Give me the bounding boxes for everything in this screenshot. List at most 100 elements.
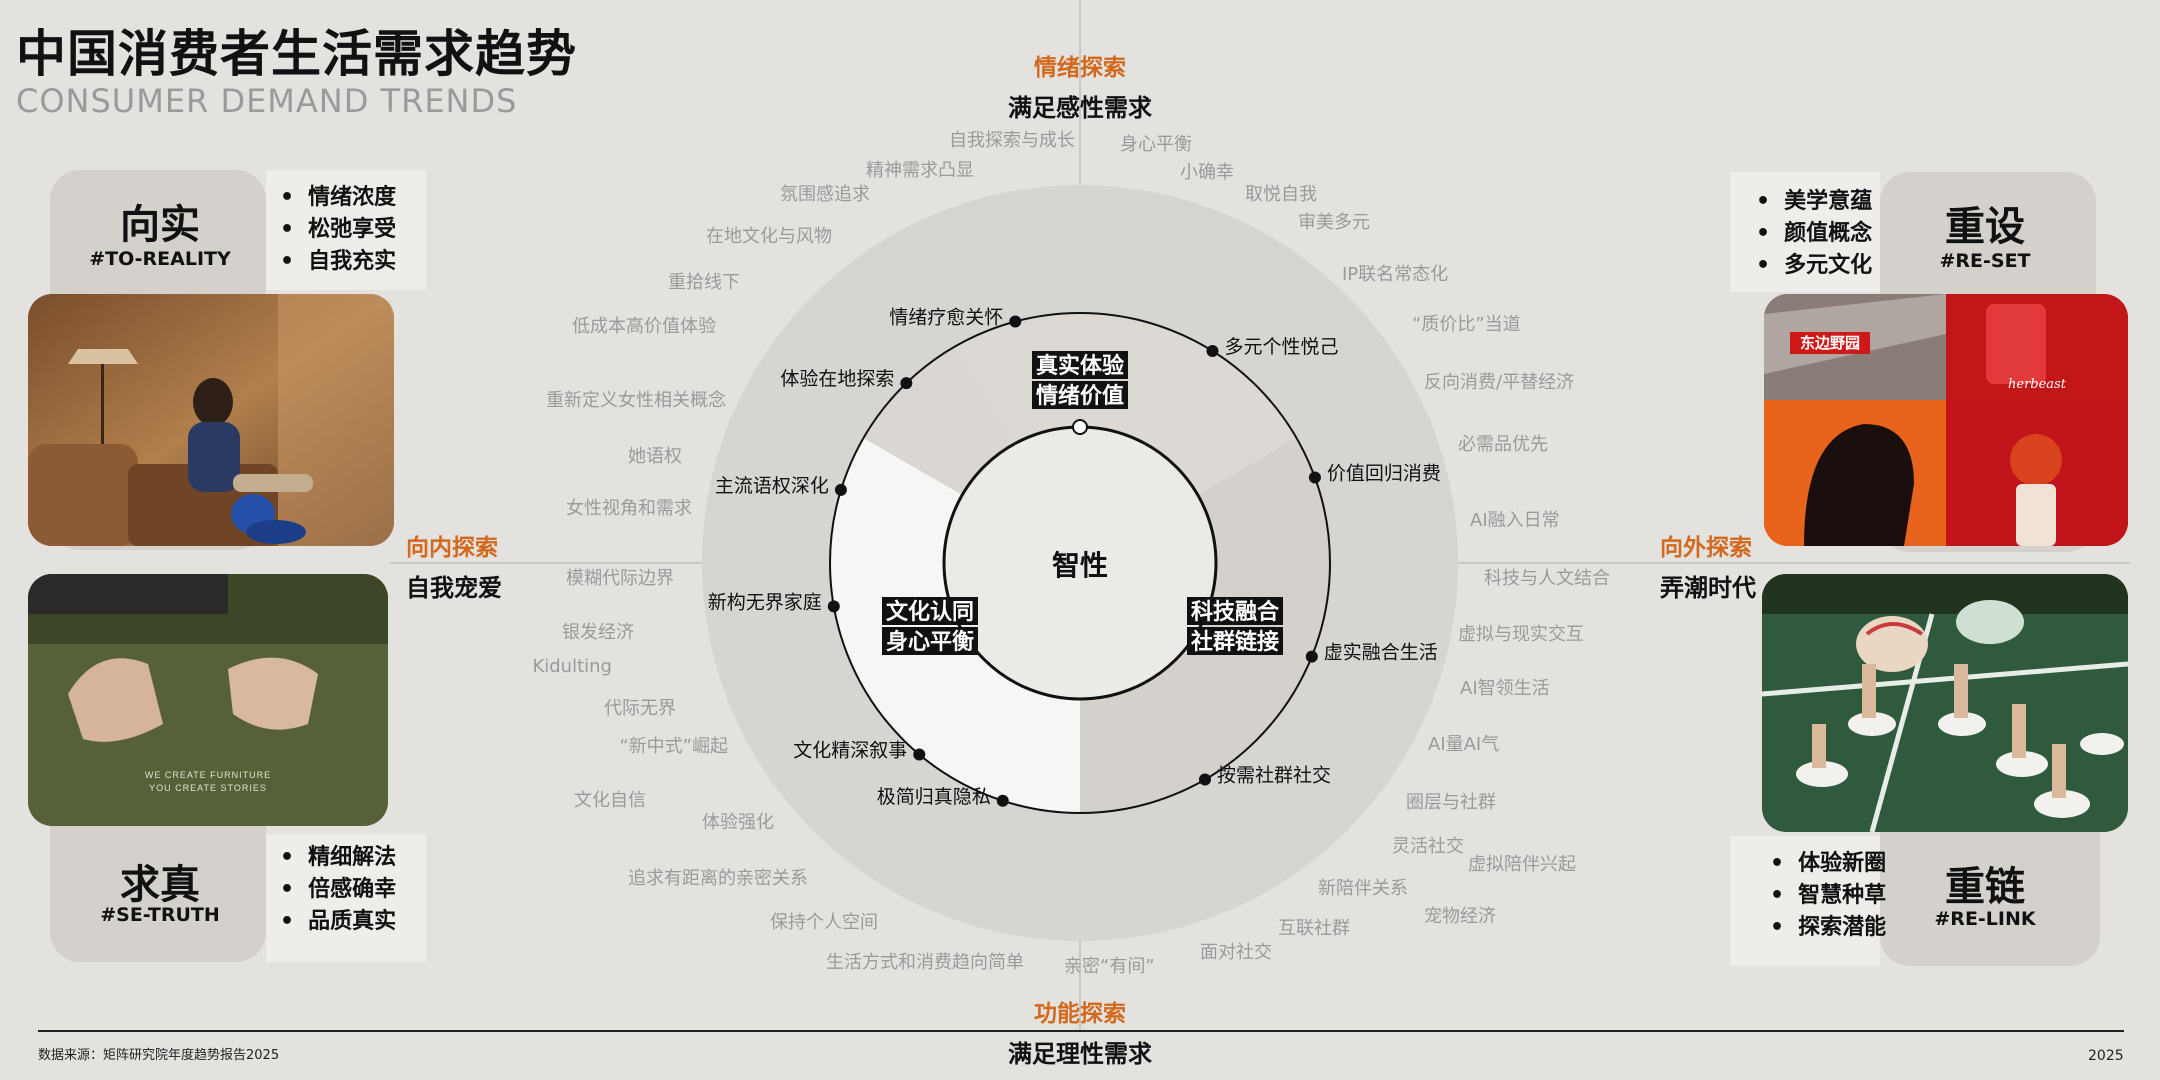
outer-keyword: 自我探索与成长	[949, 130, 1075, 151]
sector-label-top-bg	[1032, 351, 1128, 379]
quadrant-tr-bullets: 美学意蕴 颜值概念 多元文化	[1756, 186, 1872, 282]
sofa-caption-line2: YOU CREATE STORIES	[149, 783, 267, 793]
page-subtitle: CONSUMER DEMAND TRENDS	[16, 82, 518, 120]
sector-label-right-bg	[1187, 597, 1283, 625]
outer-keyword: 审美多元	[1298, 212, 1370, 233]
footer-year: 2025	[2088, 1048, 2124, 1064]
photo-hands-sofa: WE CREATE FURNITURE YOU CREATE STORIES	[28, 574, 388, 826]
photo-man-lounge	[28, 294, 394, 546]
outer-keyword: 面对社交	[1200, 942, 1272, 963]
outer-keyword: 代际无界	[604, 698, 676, 719]
outer-keyword: 低成本高价值体验	[572, 316, 716, 337]
ring-node-label: 主流语权深化	[715, 475, 829, 497]
ring-node-dot	[1308, 471, 1321, 484]
data-source-note: 数据来源：矩阵研究院年度趋势报告2025	[38, 1048, 280, 1063]
outer-keyword: 追求有距离的亲密关系	[628, 868, 808, 889]
page-title: 中国消费者生活需求趋势	[16, 25, 577, 83]
ring-node-dot	[913, 748, 926, 761]
sector-label-right-bg	[1187, 627, 1283, 655]
center-label: 智性	[1052, 549, 1108, 582]
axis-bottom-desc: 满足理性需求	[1008, 1040, 1152, 1068]
outer-keyword: 生活方式和消费趋向简单	[826, 952, 1024, 973]
bullet-item: 美学意蕴	[1756, 186, 1872, 218]
outer-keyword: 文化自信	[574, 790, 646, 811]
outer-keyword: 重新定义女性相关概念	[546, 389, 726, 411]
ring-node-dot	[1199, 773, 1211, 786]
outer-keyword: Kidulting	[532, 656, 612, 677]
ring-node-label: 极简归真隐私	[877, 786, 991, 808]
ring-node-dot	[1206, 344, 1219, 357]
poster-brand-text: herbeast	[2008, 377, 2067, 392]
outer-keyword: 身心平衡	[1120, 134, 1192, 155]
sector-label-left-bg	[882, 627, 978, 655]
ring-node-label: 体验在地探索	[780, 368, 894, 390]
bullet-item: 智慧种草	[1770, 880, 1886, 912]
inner-circle-top-dot	[1072, 419, 1088, 435]
axis-right-category: 向外探索	[1660, 535, 1752, 561]
outer-keyword: 体验强化	[702, 812, 774, 833]
outer-keyword: “质价比”当道	[1412, 314, 1521, 335]
quadrant-tl-tag: #TO-REALITY	[89, 248, 231, 270]
photo-hands-sofa-illustration: WE CREATE FURNITURE YOU CREATE STORIES	[28, 574, 388, 826]
bullet-item: 多元文化	[1756, 250, 1872, 282]
outer-keyword: 灵活社交	[1392, 836, 1464, 857]
quadrant-bl-bullets: 精细解法 倍感确幸 品质真实	[280, 842, 396, 938]
bullet-item: 倍感确幸	[280, 874, 396, 906]
axis-top-desc: 满足感性需求	[1008, 94, 1152, 122]
quadrant-tl-bullets: 情绪浓度 松弛享受 自我充实	[280, 182, 396, 278]
ring-node-dot	[900, 377, 913, 390]
sofa-caption-line1: WE CREATE FURNITURE	[145, 770, 271, 780]
sector-label-right-line: 社群链接	[1191, 629, 1279, 655]
ring-node-label: 多元个性悦己	[1224, 336, 1338, 358]
quadrant-bl-tag: #SE-TRUTH	[100, 904, 220, 926]
outer-keyword: 重拾线下	[668, 272, 740, 293]
sector-label-left-bg	[882, 597, 978, 625]
axis-top-category: 情绪探索	[1034, 55, 1126, 81]
outer-keyword: 圈层与社群	[1406, 792, 1496, 813]
footer-divider	[38, 1030, 2124, 1032]
quadrant-tr-tag: #RE-SET	[1939, 250, 2031, 272]
outer-keyword: 女性视角和需求	[566, 498, 692, 519]
ring-node-dot	[834, 483, 847, 496]
bullet-item: 品质真实	[280, 906, 396, 938]
outer-keyword: 虚拟陪伴兴起	[1468, 854, 1576, 875]
quadrant-tr-name: 重设	[1945, 204, 2025, 250]
sector-label-right-line: 科技融合	[1191, 599, 1280, 625]
sector-label-top-line: 情绪价值	[1036, 383, 1124, 409]
ring-node-dot	[827, 600, 840, 613]
outer-keyword: 科技与人文结合	[1484, 568, 1610, 589]
poster-red-text: 东边野园	[1800, 334, 1860, 352]
photo-pickleball-group	[1762, 574, 2128, 832]
bullet-item: 自我充实	[280, 246, 396, 278]
outer-keyword: AI量AI气	[1428, 734, 1499, 755]
axis-left-desc: 自我宠爱	[406, 574, 502, 602]
outer-keyword: 精神需求凸显	[866, 160, 974, 181]
axis-right-desc: 弄潮时代	[1660, 574, 1756, 602]
photo-man-lounge-illustration	[28, 294, 394, 546]
ring-node-dot	[1305, 650, 1318, 663]
sector-label-left-line: 文化认同	[886, 599, 974, 625]
outer-keyword: 模糊代际边界	[566, 568, 674, 589]
outer-keyword: 虚拟与现实交互	[1458, 624, 1584, 645]
outer-keyword: AI融入日常	[1470, 510, 1560, 531]
outer-keyword: 反向消费/平替经济	[1424, 372, 1574, 393]
quadrant-br-tag: #RE-LINK	[1934, 908, 2036, 930]
sector-label-top-line: 真实体验	[1036, 353, 1124, 379]
axis-left-category: 向内探索	[406, 535, 498, 561]
ring-node-dot	[996, 794, 1009, 807]
axis-bottom-category: 功能探索	[1034, 1001, 1126, 1027]
outer-keyword: 银发经济	[562, 622, 634, 643]
outer-keyword: 保持个人空间	[770, 912, 878, 933]
ring-node-label: 价值回归消费	[1327, 462, 1441, 484]
outer-keyword: 宠物经济	[1424, 906, 1496, 927]
outer-keyword: 氛围感追求	[780, 184, 870, 205]
outer-keyword: 小确幸	[1180, 162, 1234, 183]
ring-node-label: 情绪疗愈关怀	[889, 307, 1003, 329]
ring-node-label: 按需社群社交	[1217, 765, 1331, 787]
bullet-item: 探索潜能	[1770, 912, 1886, 944]
sector-label-top-bg	[1032, 381, 1128, 409]
ring-node-label: 虚实融合生活	[1324, 642, 1438, 664]
outer-keyword: 亲密“有间”	[1064, 956, 1155, 977]
bullet-item: 颜值概念	[1756, 218, 1872, 250]
